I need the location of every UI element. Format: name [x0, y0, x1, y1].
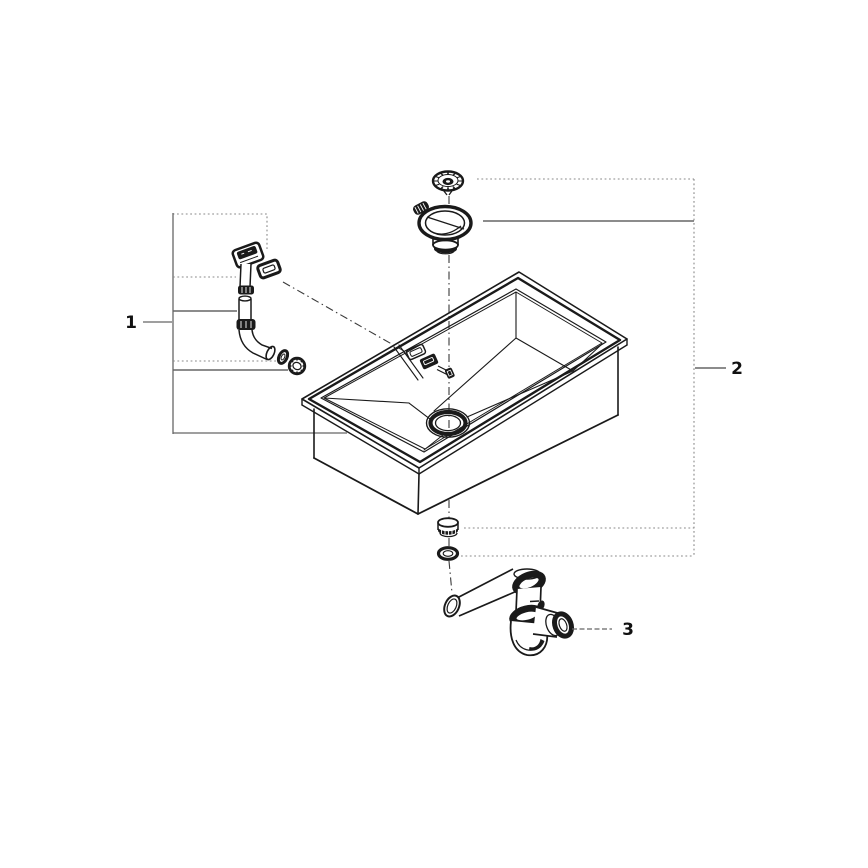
overflow-cover: [231, 241, 265, 269]
callout-2-label: 2: [731, 359, 743, 379]
trap-outlet-nut: [552, 611, 574, 639]
assembly-centerline: [448, 196, 453, 594]
siphon-trap: [443, 568, 574, 657]
sink-basin: [301, 271, 628, 515]
callout-3-label: 3: [622, 620, 634, 640]
strainer-cap: [431, 170, 465, 196]
callout-1-label: 1: [125, 313, 137, 333]
overflow-clip: [419, 353, 455, 379]
overflow-nut: [287, 356, 307, 376]
overflow-centerline: [282, 281, 405, 352]
overflow-oring: [276, 349, 290, 365]
overflow-pipe-elbow: [236, 295, 276, 361]
drain-collar: [437, 517, 459, 538]
overflow-pipe-upper: [238, 263, 254, 295]
drain-oring: [436, 546, 460, 561]
overflow-hole: [405, 343, 427, 361]
overflow-gasket: [256, 258, 282, 280]
callout-3-leader: 3: [572, 620, 634, 640]
overflow-assembly: [231, 241, 307, 376]
callout-2-bracket: 2: [461, 178, 743, 557]
callout-1-bracket: 1: [125, 213, 347, 434]
drain-opening: [425, 408, 471, 438]
basket-strainer: [412, 201, 473, 255]
